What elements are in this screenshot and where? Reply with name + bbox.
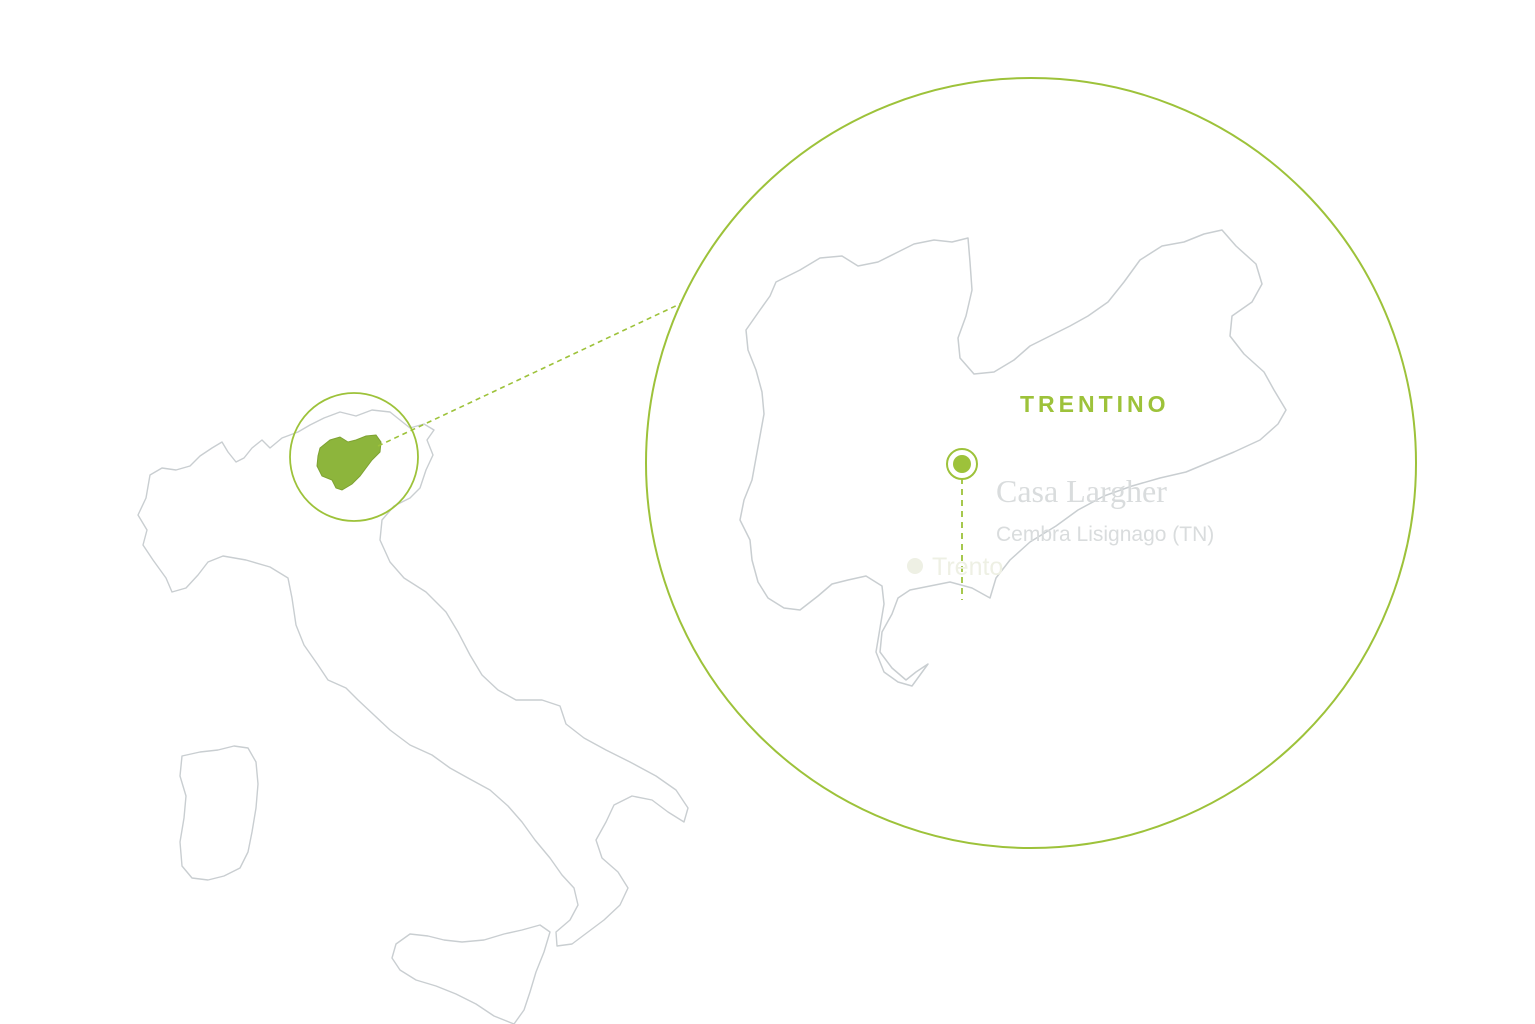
trentino-region-highlight [316, 434, 382, 491]
zoom-connector-line [377, 301, 685, 447]
location-name: Casa Largher [996, 473, 1167, 509]
highlight-circle [289, 392, 419, 522]
zoom-circle [645, 77, 1417, 849]
city-label: Trento [932, 553, 1003, 581]
map-pin-icon[interactable] [946, 448, 978, 480]
dot-icon [907, 558, 923, 574]
sardinia [179, 745, 259, 881]
italy-outline [137, 409, 689, 1024]
sicily [391, 924, 551, 1024]
location-address: Cembra Lisignago (TN) [996, 523, 1214, 546]
trentino-region-outline [739, 229, 1287, 687]
italy-mainland [137, 409, 689, 947]
region-label: TRENTINO [1020, 391, 1170, 417]
